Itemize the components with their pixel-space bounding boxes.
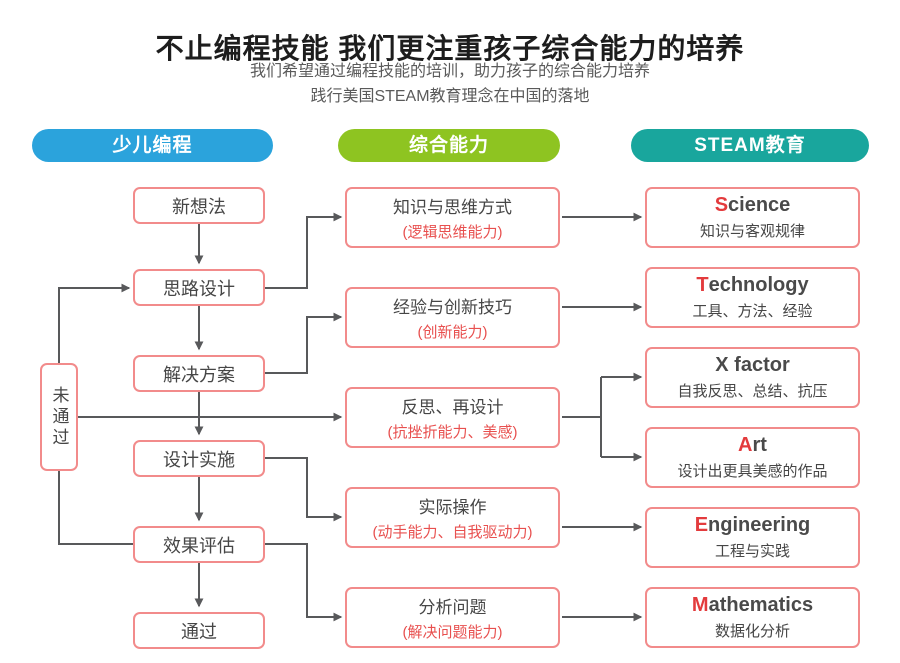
page-title: 不止编程技能 我们更注重孩子综合能力的培养 <box>155 32 745 64</box>
subtitle-line-1: 我们希望通过编程技能的培训，助力孩子的综合能力培养 <box>249 63 650 80</box>
ability-title: 分析问题 <box>418 598 487 617</box>
arrow-design-to-knowledge <box>265 212 343 289</box>
arrow-implement-to-practice <box>265 457 343 522</box>
flow-step-solution: 解决方案 <box>133 355 265 392</box>
steam-title: Engineering <box>695 514 811 537</box>
line-evaluate-to-fail <box>58 471 133 545</box>
ability-note: (逻辑思维能力) <box>402 224 503 241</box>
ability-box-rethink-redesign: 反思、再设计 (抗挫折能力、美感) <box>345 387 560 448</box>
steam-title: Science <box>715 194 791 217</box>
flow-step-idea-design: 思路设计 <box>133 269 265 306</box>
steam-desc: 知识与客观规律 <box>699 223 805 240</box>
ability-note: (动手能力、自我驱动力) <box>372 524 533 541</box>
ability-box-problem-analysis: 分析问题 (解决问题能力) <box>345 587 560 648</box>
steam-desc: 工具、方法、经验 <box>692 303 813 320</box>
ability-title: 实际操作 <box>418 498 487 517</box>
subtitle-line-2: 践行美国STEAM教育理念在中国的落地 <box>310 88 590 105</box>
steam-title: X factor <box>715 354 789 377</box>
steam-title-rest: echnology <box>708 274 809 296</box>
steam-initial: E <box>694 514 709 536</box>
steam-initial: S <box>714 194 729 216</box>
steam-title: Technology <box>696 274 808 297</box>
steam-desc: 自我反思、总结、抗压 <box>677 383 828 400</box>
column-header-kids-coding: 少儿编程 <box>32 129 273 162</box>
steam-desc: 设计出更具美感的作品 <box>677 463 828 480</box>
steam-box-art: Art 设计出更具美感的作品 <box>645 427 860 488</box>
arrow-solution-to-experience <box>265 312 343 374</box>
steam-box-science: Science 知识与客观规律 <box>645 187 860 248</box>
ability-title: 知识与思维方式 <box>393 198 512 217</box>
ability-note: (抗挫折能力、美感) <box>387 424 518 441</box>
steam-box-engineering: Engineering 工程与实践 <box>645 507 860 568</box>
steam-desc: 工程与实践 <box>714 543 790 560</box>
ability-note: (创新能力) <box>417 324 488 341</box>
steam-box-mathematics: Mathematics 数据化分析 <box>645 587 860 648</box>
ability-title: 反思、再设计 <box>401 398 504 417</box>
steam-desc: 数据化分析 <box>714 623 790 640</box>
ability-title: 经验与创新技巧 <box>393 298 512 317</box>
steam-title-rest: athematics <box>708 594 814 616</box>
steam-title-rest: cience <box>728 194 791 216</box>
steam-title-rest: rt <box>752 434 767 456</box>
steam-box-xfactor: X factor 自我反思、总结、抗压 <box>645 347 860 408</box>
arrow-evaluate-to-analysis <box>265 543 343 622</box>
flow-step-pass: 通过 <box>133 612 265 649</box>
steam-initial: A <box>738 434 753 456</box>
column-header-comprehensive-ability: 综合能力 <box>338 129 560 162</box>
ability-note: (解决问题能力) <box>402 624 503 641</box>
steam-initial: M <box>691 594 709 616</box>
flow-step-not-pass: 未通过 <box>40 363 78 471</box>
steam-title: Mathematics <box>692 594 813 617</box>
steam-initial: T <box>696 274 709 296</box>
flow-step-evaluation: 效果评估 <box>133 526 265 563</box>
flow-step-implementation: 设计实施 <box>133 440 265 477</box>
ability-box-experience-innovation: 经验与创新技巧 (创新能力) <box>345 287 560 348</box>
ability-box-hands-on: 实际操作 (动手能力、自我驱动力) <box>345 487 560 548</box>
arrow-fail-to-design <box>58 283 131 363</box>
flow-step-new-idea: 新想法 <box>133 187 265 224</box>
ability-box-knowledge-thinking: 知识与思维方式 (逻辑思维能力) <box>345 187 560 248</box>
steam-box-technology: Technology 工具、方法、经验 <box>645 267 860 328</box>
steam-title-rest: ngineering <box>708 514 811 536</box>
column-header-steam-education: STEAM教育 <box>631 129 869 162</box>
steam-title-rest: X factor <box>715 354 790 376</box>
steam-title: Art <box>738 434 767 457</box>
flow-step-not-pass-label: 未通过 <box>49 385 69 449</box>
